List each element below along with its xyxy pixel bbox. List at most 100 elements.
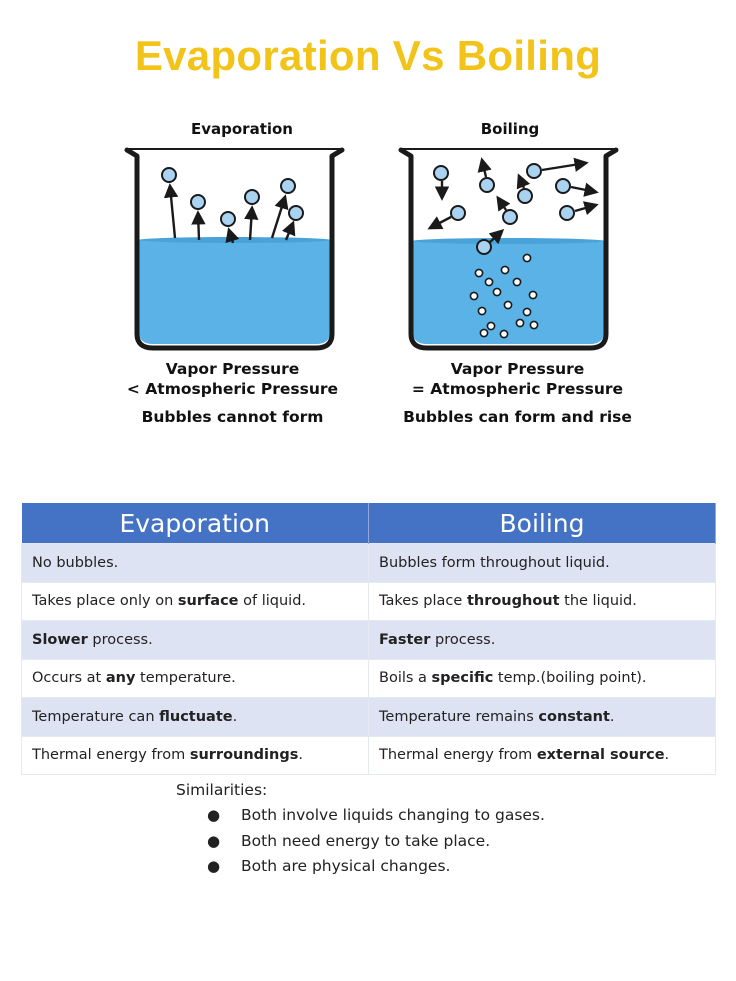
cell-text: Boils a xyxy=(379,670,432,687)
bold-term: throughout xyxy=(466,593,560,610)
list-item: ●Both need energy to take place. xyxy=(0,832,545,858)
table-row: Takes place only on surface of liquid.Ta… xyxy=(21,581,716,621)
evaporation-cell: Slower process. xyxy=(21,620,369,660)
boiling-bubble xyxy=(477,306,487,316)
similarities-list: ● Both involve liquids changing to gases.… xyxy=(0,806,545,883)
cell-text: Thermal energy from xyxy=(32,747,190,764)
evaporation-caption-line2: < Atmospheric Pressure xyxy=(126,380,339,398)
cell-text: . xyxy=(232,708,238,725)
bold-term: surface xyxy=(177,593,239,610)
evaporation-particle xyxy=(161,167,177,183)
table-row: Temperature can fluctuate. Temperature re… xyxy=(21,697,716,737)
cell-text: the liquid. xyxy=(559,593,637,610)
cell-text: No bubbles. xyxy=(32,554,119,571)
boiling-caption: Vapor Pressure = Atmospheric Pressure Bu… xyxy=(380,359,655,427)
boiling-cell: Boils a specific temp.(boiling point). xyxy=(368,658,716,698)
boiling-bubble xyxy=(522,253,532,263)
bold-term: surroundings xyxy=(189,747,299,764)
evaporation-cell: Occurs at any temperature. xyxy=(21,658,369,698)
evaporation-particle xyxy=(220,211,236,227)
bold-term: Slower xyxy=(32,631,88,648)
boiling-arrow xyxy=(488,229,505,245)
boiling-bubble xyxy=(479,328,489,338)
boiling-bubble xyxy=(528,290,538,300)
boiling-bubble xyxy=(500,265,510,275)
boiling-beaker-liquid-surface xyxy=(413,238,604,244)
boiling-arrow xyxy=(496,195,511,212)
cell-text: Temperature remains xyxy=(379,708,539,725)
cell-text: Takes place only on xyxy=(32,593,178,610)
boiling-caption-line1: Vapor Pressure xyxy=(450,360,585,378)
cell-text: Bubbles form throughout liquid. xyxy=(379,554,610,571)
boiling-particle xyxy=(502,209,518,225)
boiling-bubble xyxy=(512,277,522,287)
boiling-cell: Bubbles form throughout liquid. xyxy=(368,543,716,583)
page-title: Evaporation Vs Boiling xyxy=(134,32,602,79)
boiling-particle xyxy=(476,239,492,255)
evaporation-arrow xyxy=(281,220,296,241)
boiling-particle xyxy=(526,163,542,179)
comparison-table-body: No bubbles. Bubbles form throughout liqui… xyxy=(21,543,716,775)
list-item: ●Both are physical changes. xyxy=(0,857,545,883)
boiling-bubble xyxy=(522,307,532,317)
boiling-particle xyxy=(517,188,533,204)
boiling-bubble xyxy=(503,300,513,310)
evaporation-beaker-liquid-surface xyxy=(139,237,330,243)
boiling-bubble xyxy=(499,329,509,339)
evaporation-cell: Thermal energy from surroundings. xyxy=(21,735,369,775)
list-item: ● Both involve liquids changing to gases. xyxy=(0,806,545,832)
cell-text: temp.(boiling point). xyxy=(493,670,647,687)
boiling-caption-line3: Bubbles can form and rise xyxy=(403,408,632,426)
boiling-particle xyxy=(433,165,449,181)
evaporation-particle xyxy=(288,205,304,221)
evaporation-beaker-label: Evaporation xyxy=(190,120,293,138)
boiling-cell: Thermal energy from external source. xyxy=(368,735,716,775)
evaporation-arrow xyxy=(244,205,259,241)
bold-term: fluctuate xyxy=(159,708,233,725)
cell-text: . xyxy=(298,747,303,764)
boiling-beaker-label: Boiling xyxy=(480,120,540,138)
cell-text: Temperature can xyxy=(32,708,160,725)
bullet-icon: ● xyxy=(207,806,221,824)
table-row: Slower process.Faster process. xyxy=(21,620,716,660)
evaporation-cell: Takes place only on surface of liquid. xyxy=(21,581,369,621)
cell-text: of liquid. xyxy=(238,593,307,610)
evaporation-caption: Vapor Pressure < Atmospheric Pressure Bu… xyxy=(105,359,360,427)
bullet-icon: ● xyxy=(207,857,221,875)
evaporation-beaker-glass xyxy=(124,147,345,351)
evaporation-particle xyxy=(280,178,296,194)
evaporation-arrow xyxy=(270,194,289,239)
evaporation-beaker-liquid xyxy=(139,240,330,344)
cell-text: process. xyxy=(87,631,153,648)
cell-text: process. xyxy=(430,631,496,648)
evaporation-cell: No bubbles. xyxy=(21,543,369,583)
boiling-cell: Takes place throughout the liquid. xyxy=(368,581,716,621)
evaporation-cell: Temperature can fluctuate. xyxy=(21,697,369,737)
table-header-boiling: Boiling xyxy=(368,503,716,544)
cell-text: . xyxy=(609,708,615,725)
boiling-beaker-glass xyxy=(398,147,619,351)
similarities-title: Similarities: xyxy=(176,781,268,799)
boiling-arrow xyxy=(574,201,599,216)
boiling-arrow xyxy=(477,157,492,178)
boiling-arrow xyxy=(570,182,599,197)
boiling-arrow xyxy=(541,157,589,172)
evaporation-caption-line3: Bubbles cannot form xyxy=(141,408,324,426)
boiling-bubble xyxy=(486,321,496,331)
cell-text: Occurs at xyxy=(32,670,106,687)
bold-term: specific xyxy=(431,670,494,687)
table-row: No bubbles. Bubbles form throughout liqui… xyxy=(21,543,716,583)
bullet-icon: ● xyxy=(207,831,221,850)
boiling-bubble xyxy=(515,318,525,328)
evaporation-caption-line1: Vapor Pressure xyxy=(165,360,300,378)
boiling-particle xyxy=(479,177,495,193)
beakers-diagram xyxy=(124,147,619,351)
evaporation-arrow xyxy=(225,227,240,244)
boiling-bubble xyxy=(492,287,502,297)
evaporation-arrow xyxy=(191,210,206,241)
boiling-particle xyxy=(450,205,466,221)
boiling-beaker-liquid xyxy=(413,241,604,344)
evaporation-particle xyxy=(244,189,260,205)
similarity-text: Both involve liquids changing to gases. xyxy=(241,806,545,824)
boiling-particle xyxy=(559,205,575,221)
